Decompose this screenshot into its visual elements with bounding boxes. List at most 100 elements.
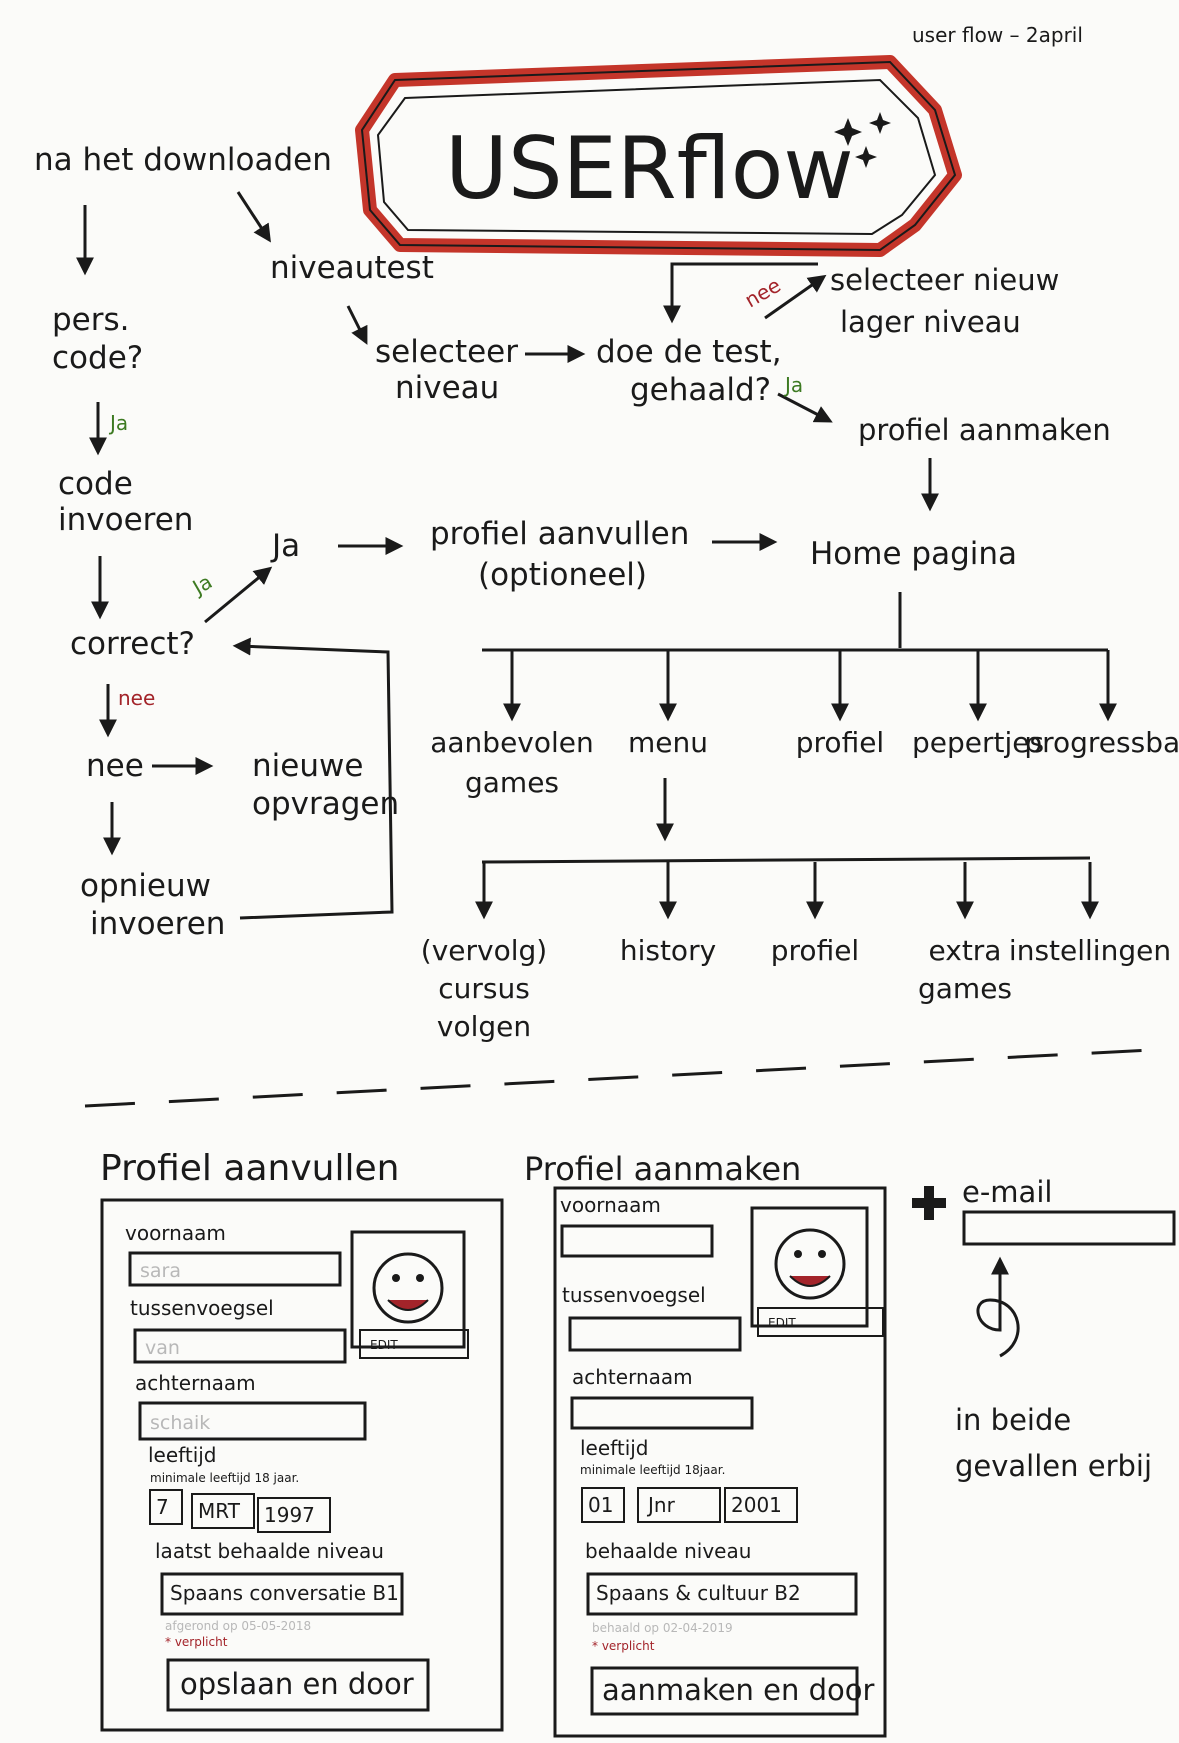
header-note: user flow – 2april (912, 23, 1083, 47)
menu-child-label: games (918, 972, 1012, 1005)
wire2-month-select[interactable] (637, 1487, 721, 1523)
wire1-day-value: 7 (156, 1495, 169, 1519)
wire2-day-value: 01 (588, 1493, 613, 1517)
node-profiel-aanvullen-line1: profiel aanvullen (430, 516, 689, 552)
label-nee: nee (118, 686, 155, 710)
node-nieuwe-opvragen-line2: opvragen (252, 786, 399, 822)
node-nieuwe-opvragen-line1: nieuwe (252, 748, 363, 784)
smiley-icon (774, 1228, 846, 1300)
arrow (204, 566, 273, 624)
wire1-tussenvoegsel-input[interactable] (133, 1328, 347, 1364)
node-opnieuw-line2: invoeren (90, 906, 225, 942)
menu-child-label: (vervolg) (421, 934, 547, 967)
node-niveautest: niveautest (270, 250, 434, 286)
wire1-month-select[interactable] (191, 1493, 255, 1529)
wire1-year-value: 1997 (264, 1503, 315, 1527)
wire2-title: Profiel aanmaken (524, 1150, 801, 1188)
wire1-achternaam-input[interactable] (138, 1401, 367, 1441)
diagram-title: USERflow (445, 119, 854, 219)
wire1-afgerond: afgerond op 05-05-2018 (165, 1619, 311, 1633)
wire1-avatar (350, 1230, 466, 1349)
retry-arrow (663, 262, 818, 324)
wire1-title: Profiel aanvullen (100, 1148, 399, 1189)
note-line1: in beide (955, 1403, 1071, 1437)
node-profiel-aanmaken: profiel aanmaken (858, 413, 1111, 447)
title-frame (355, 55, 962, 257)
wire1-voornaam-label: voornaam (125, 1221, 226, 1245)
menu-child-label: cursus (438, 972, 530, 1005)
wire1-achternaam-label: achternaam (135, 1371, 256, 1395)
wire2-year-select[interactable] (724, 1487, 798, 1523)
label-ja-test: Ja (783, 373, 803, 397)
node-pers-code-line1: pers. (52, 302, 130, 338)
wire1-edit-button[interactable] (359, 1329, 469, 1359)
node-ja: Ja (270, 528, 300, 564)
home-child-label: pepertjes (912, 726, 1044, 759)
loop-arrow (232, 637, 394, 920)
node-doe-test-line2: gehaald? (630, 372, 771, 408)
smiley-icon (372, 1252, 444, 1324)
wire1-day-select[interactable] (149, 1489, 183, 1525)
home-child-label: menu (628, 726, 708, 759)
wire1-year-select[interactable] (257, 1497, 331, 1533)
wire2-voornaam-input[interactable] (560, 1224, 714, 1258)
wire2-create-button[interactable] (590, 1666, 859, 1716)
wire2-achternaam-input[interactable] (570, 1396, 754, 1430)
section-divider (84, 1048, 1151, 1108)
sparkle-icon (834, 112, 891, 168)
home-tree (482, 592, 1108, 652)
wire2-achternaam-label: achternaam (572, 1365, 693, 1389)
label-ja: Ja (108, 411, 128, 435)
wire1-month-value: MRT (198, 1499, 241, 1523)
arrow (346, 305, 368, 345)
node-selecteer-niveau-line2: niveau (395, 370, 499, 406)
wire2-edit-label: EDIT (768, 1316, 796, 1330)
menu-child-label: instellingen (1009, 934, 1171, 967)
node-lager-niveau-line2: lager niveau (840, 305, 1021, 339)
plus-icon (912, 1186, 946, 1220)
arrow (236, 191, 271, 243)
wire2-year-value: 2001 (731, 1493, 782, 1517)
menu-child-label: volgen (437, 1010, 531, 1043)
wire2-niveau-input[interactable] (586, 1572, 858, 1616)
node-home-pagina: Home pagina (810, 536, 1017, 572)
wire2-day-select[interactable] (581, 1487, 625, 1523)
wire2-leeftijd-label: leeftijd (580, 1436, 649, 1460)
wire1-achternaam-value: schaik (150, 1412, 210, 1434)
wire1-leeftijd-label: leeftijd (148, 1443, 217, 1467)
arrow (764, 274, 827, 320)
wire1-niveau-input[interactable] (160, 1572, 404, 1616)
node-code-invoeren-line1: code (58, 466, 133, 502)
home-child-label: progressbar (1024, 726, 1179, 759)
wire1-tussenvoegsel-value: van (145, 1337, 180, 1359)
wire2-create-label: aanmaken en door (602, 1673, 874, 1707)
node-correct: correct? (70, 626, 195, 662)
wire1-leeftijd-note: minimale leeftijd 18 jaar. (150, 1471, 299, 1485)
wire1-save-button[interactable] (166, 1658, 430, 1712)
wire2-edit-button[interactable] (757, 1307, 884, 1337)
wire2-tussenvoegsel-label: tussenvoegsel (562, 1283, 706, 1307)
node-selecteer-niveau-line1: selecteer (375, 334, 518, 370)
node-pers-code-line2: code? (52, 340, 143, 376)
wire1-tussenvoegsel-label: tussenvoegsel (130, 1296, 274, 1320)
wire1-niveau-label: laatst behaalde niveau (155, 1539, 384, 1563)
wire2-frame (553, 1186, 887, 1738)
email-input[interactable] (962, 1210, 1176, 1246)
wire2-behaald: behaald op 02-04-2019 (592, 1621, 733, 1635)
node-start: na het downloaden (34, 142, 332, 178)
node-profiel-aanvullen-line2: (optioneel) (478, 557, 647, 593)
wire1-voornaam-input[interactable] (128, 1251, 342, 1287)
note-line2: gevallen erbij (955, 1449, 1152, 1483)
home-child-label: profiel (796, 726, 884, 759)
wire1-voornaam-value: sara (140, 1260, 181, 1282)
wire2-tussenvoegsel-input[interactable] (568, 1316, 742, 1352)
arrow (777, 392, 833, 423)
wire2-leeftijd-note: minimale leeftijd 18jaar. (580, 1463, 725, 1477)
home-child-label: games (465, 766, 559, 799)
wire1-verplicht: * verplicht (165, 1635, 228, 1649)
node-opnieuw-line1: opnieuw (80, 868, 211, 904)
wire1-save-label: opslaan en door (180, 1667, 414, 1701)
